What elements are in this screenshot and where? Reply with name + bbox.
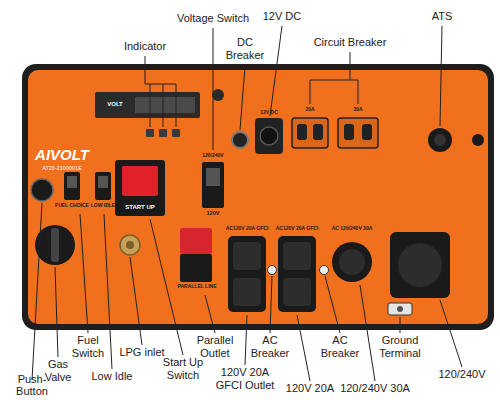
callout-label: Gas Valve: [38, 358, 78, 383]
gas-valve-knob: [35, 225, 75, 265]
panel-marking: AC120V 20A GFCI: [224, 226, 270, 232]
breaker-button: [362, 124, 372, 140]
callout-label: Voltage Switch: [168, 12, 258, 25]
callout-label: 120/240V: [432, 368, 492, 381]
panel-marking: 20A: [300, 107, 320, 113]
brand-logo: AIVOLT: [27, 146, 97, 163]
breaker-button: [313, 124, 323, 140]
rocker: [206, 168, 220, 186]
start-switch-frame: [115, 160, 165, 216]
parallel-outlet: [180, 254, 212, 282]
panel-marking: PARALLEL LINE: [172, 284, 222, 290]
display-window: [135, 97, 195, 113]
callout-label: Fuel Switch: [68, 334, 108, 359]
ats-connector: [428, 128, 452, 152]
indicator-led: [159, 129, 167, 137]
callout-label: Circuit Breaker: [300, 36, 400, 49]
ats-connector-core: [434, 134, 446, 146]
voltage-switch: [202, 162, 224, 208]
rocker: [67, 176, 77, 188]
panel-marking: 120/240V: [196, 153, 230, 159]
push-button: [31, 179, 53, 201]
indicator-led: [146, 129, 154, 137]
leader-lines: [32, 26, 462, 381]
ac-breaker: [320, 266, 329, 275]
panel-marking: 120V: [198, 210, 228, 216]
display: [95, 92, 200, 118]
callout-label: ATS: [422, 10, 462, 23]
panel-marking: FUEL CHOICE: [55, 203, 89, 209]
panel-marking: LOW IDLE: [88, 203, 118, 209]
circuit-breaker: [338, 118, 378, 148]
outlet-face: [283, 278, 311, 306]
callout-label: 120/240V 30A: [337, 382, 413, 395]
outlet-face: [339, 249, 365, 275]
callout-label: AC Breaker: [248, 334, 293, 359]
outlet-face: [398, 243, 442, 287]
lpg-inlet-core: [126, 241, 134, 249]
indicator-led: [172, 129, 180, 137]
fuel-switch: [64, 172, 80, 200]
ground-screw: [397, 306, 403, 312]
rocker: [98, 176, 108, 188]
callout-label: 120V 20A: [282, 382, 338, 395]
outlet-50a: [390, 232, 450, 298]
twistlock-outlet: [332, 242, 372, 282]
callout-label: Low Idle: [87, 370, 137, 383]
outlet-face: [283, 242, 311, 270]
dc-breaker: [232, 132, 248, 148]
panel-marking: 30A: [348, 107, 368, 113]
panel-marking: START UP: [116, 204, 164, 211]
dc-socket-hole: [260, 127, 278, 145]
gfci-outlet: [278, 236, 316, 312]
callout-label: AC Breaker: [318, 334, 363, 359]
circuit-breaker: [292, 118, 328, 148]
panel-marking: AC 120/240V 30A: [328, 226, 376, 232]
callout-label: LPG inlet: [115, 346, 170, 359]
gfci-outlet: [228, 236, 266, 312]
callout-label: 12V DC: [257, 10, 307, 23]
knob-grip: [51, 228, 59, 262]
callout-label: Parallel Outlet: [190, 334, 240, 359]
panel-marking: AC120V 20A GFCI: [274, 226, 320, 232]
callout-label: Start Up Switch: [158, 356, 208, 381]
lpg-inlet: [120, 235, 140, 255]
cap: [472, 134, 484, 146]
outlet-face: [233, 278, 261, 306]
breaker-button: [344, 124, 354, 140]
callout-label: Indicator: [115, 40, 175, 53]
hour-meter: [212, 89, 224, 101]
low-idle-switch: [95, 172, 111, 200]
breaker-button: [297, 124, 307, 140]
panel-face: [28, 70, 488, 324]
ac-breaker: [268, 266, 277, 275]
ground-terminal: [388, 303, 412, 315]
outlet-face: [233, 242, 261, 270]
start-switch-rocker: [122, 166, 158, 196]
callout-label: Ground Terminal: [373, 334, 428, 359]
callout-label: 120V 20A GFCI Outlet: [208, 366, 283, 391]
panel-marking: 12V DC: [251, 110, 287, 116]
dc-socket: [255, 118, 283, 154]
parallel-outlet: [180, 228, 212, 254]
callout-label: DC Breaker: [224, 36, 266, 61]
model-number: AT20-2100001E: [27, 165, 97, 171]
panel-marking: VOLT: [100, 101, 130, 108]
panel-bezel: [22, 64, 494, 330]
